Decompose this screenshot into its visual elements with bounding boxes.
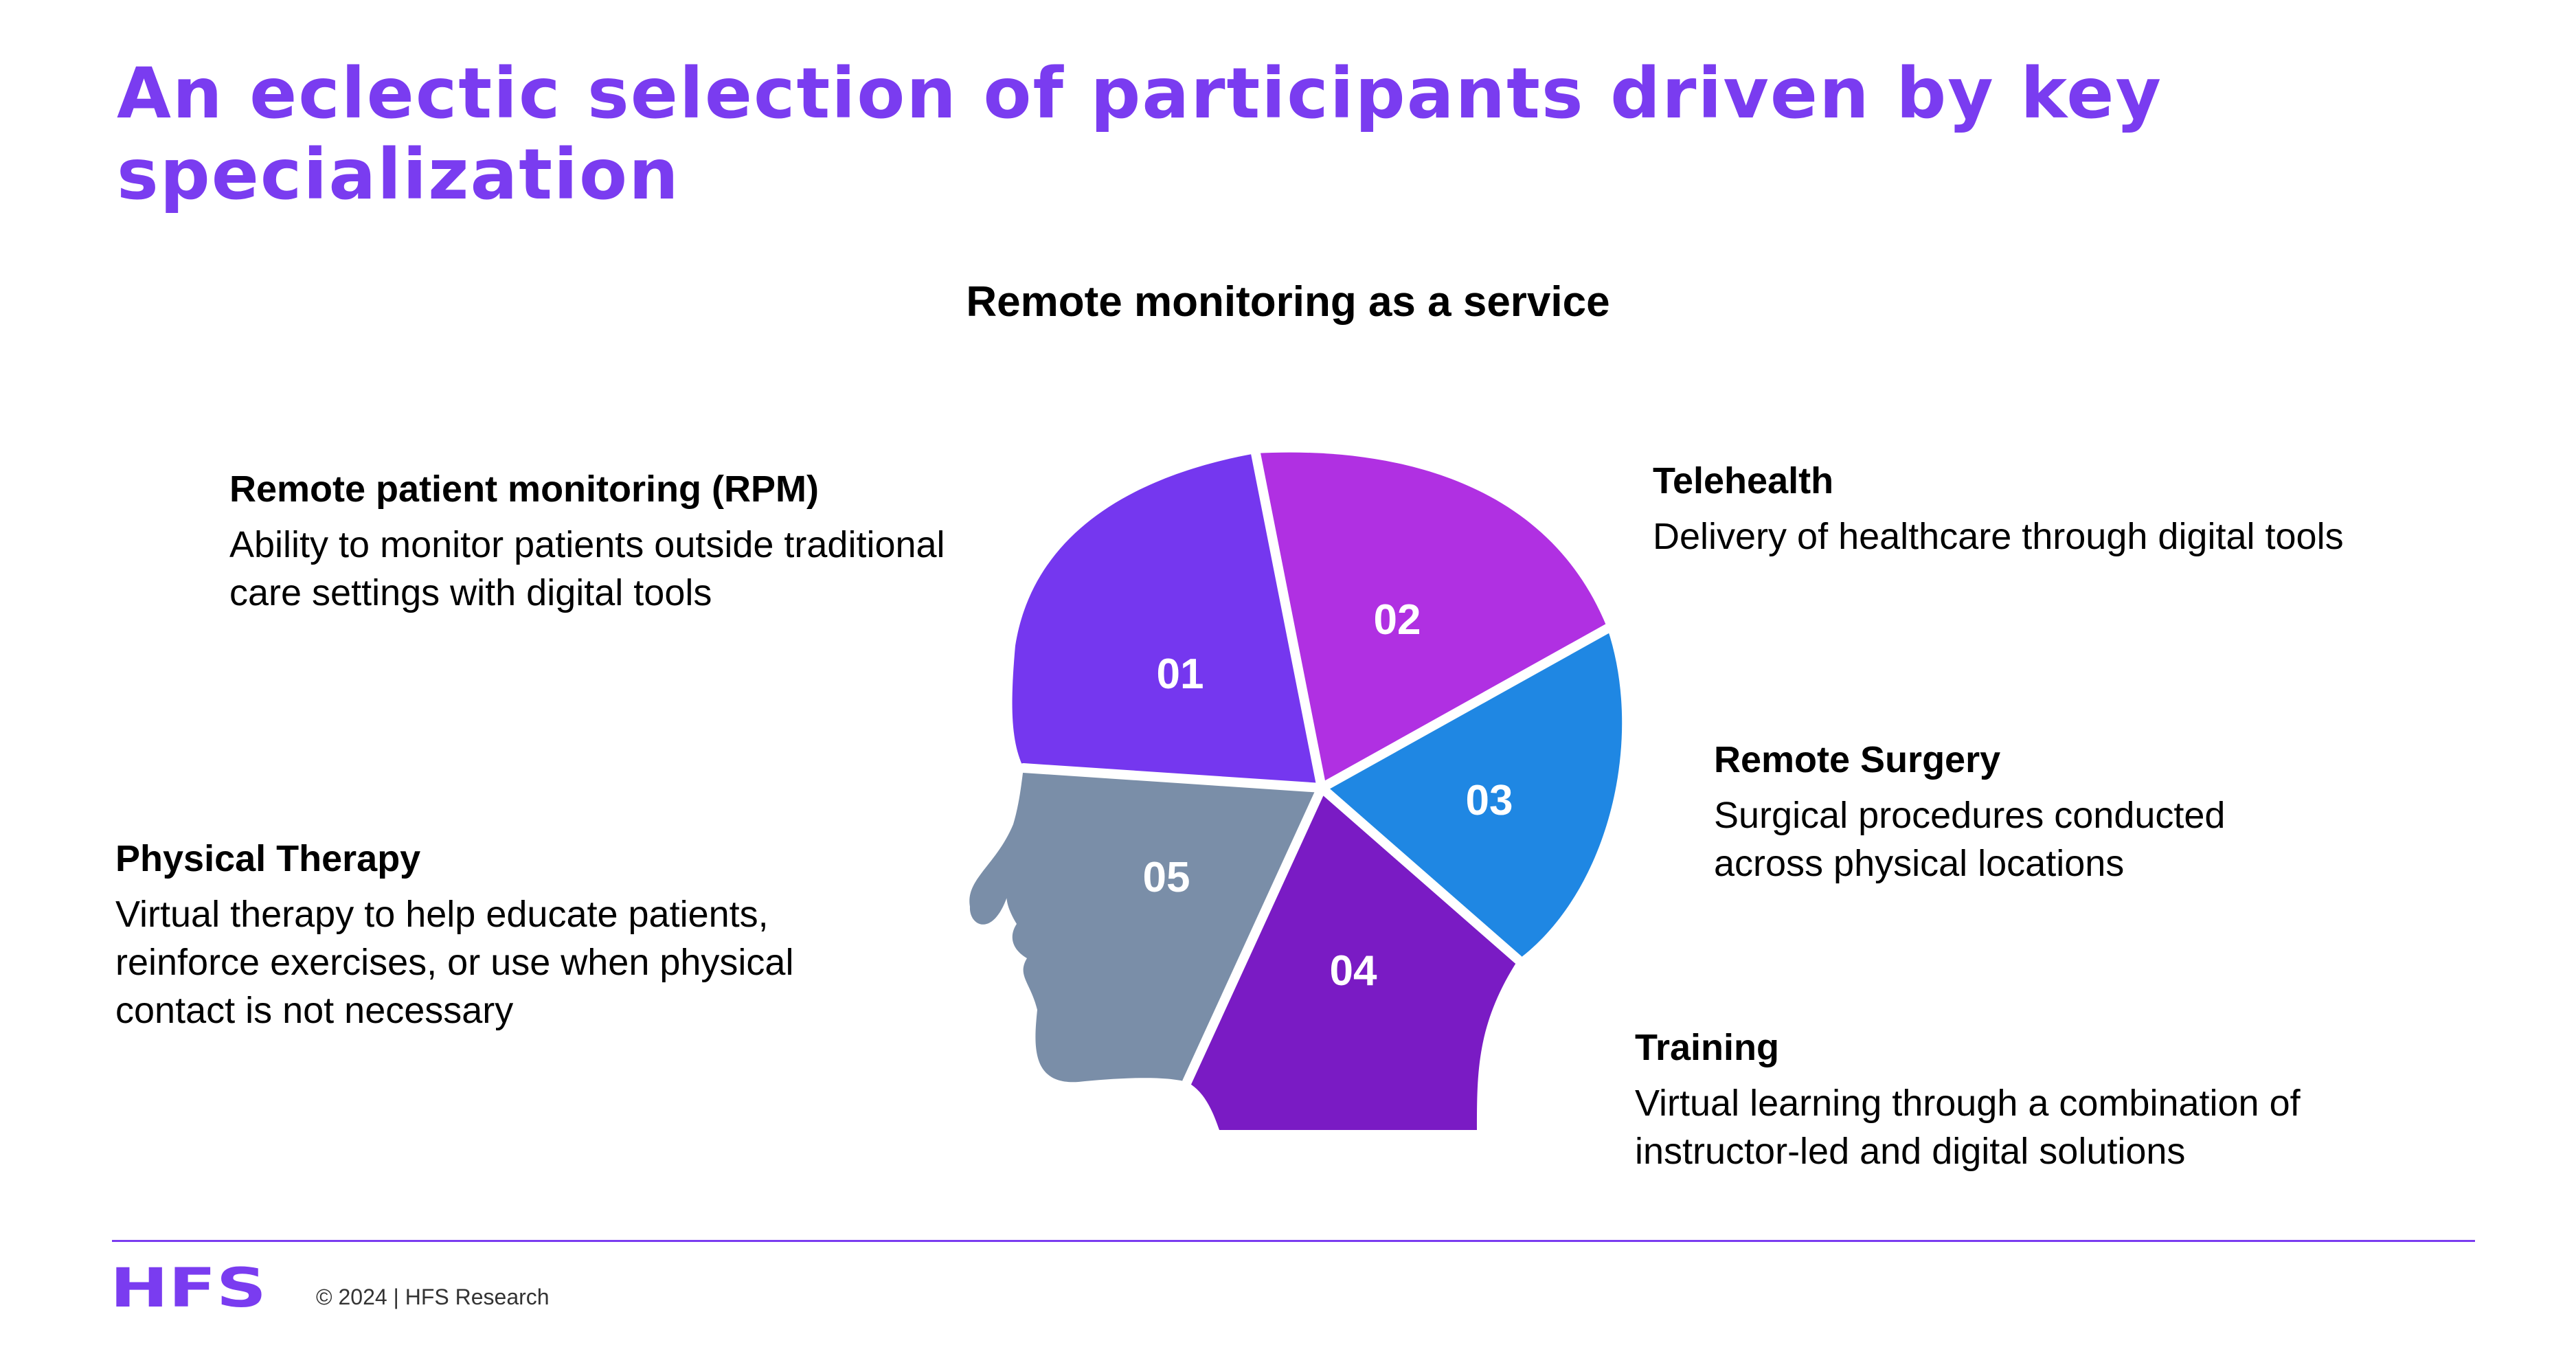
segment-title: Training: [1635, 1027, 1780, 1068]
page-title: An eclectic selection of participants dr…: [117, 53, 2162, 216]
segment-number-04: 04: [1330, 947, 1377, 995]
hfs-logo: HFS: [110, 1264, 267, 1312]
svg-text:HFS: HFS: [110, 1264, 267, 1312]
segment-item-01: Remote patient monitoring (RPM) Ability …: [229, 467, 1026, 617]
segment-title: Remote Surgery: [1714, 739, 2001, 780]
segment-description: Surgical procedures conducted across phy…: [1714, 795, 2226, 884]
segment-description: Virtual learning through a combination o…: [1635, 1083, 2301, 1172]
segment-title: Telehealth: [1653, 460, 1834, 501]
footer-divider: [112, 1240, 2475, 1242]
head-segment-01: [1012, 453, 1322, 788]
segment-title: Physical Therapy: [115, 838, 421, 879]
segment-item-05: Physical Therapy Virtual therapy to help…: [115, 837, 899, 1035]
copyright-text: © 2024 | HFS Research: [316, 1285, 550, 1309]
head-segment-03: [1322, 629, 1623, 960]
segment-title: Remote patient monitoring (RPM): [229, 468, 819, 510]
segment-item-04: Training Virtual learning through a comb…: [1635, 1026, 2363, 1175]
segment-description: Ability to monitor patients outside trad…: [229, 524, 945, 613]
head-segment-02: [1256, 452, 1607, 788]
segment-number-01: 01: [1157, 651, 1204, 698]
diagram-subtitle: Remote monitoring as a service: [966, 278, 1610, 326]
segment-description: Virtual therapy to help educate patients…: [115, 894, 794, 1031]
segment-item-03: Remote Surgery Surgical procedures condu…: [1714, 738, 2332, 888]
segment-description: Delivery of healthcare through digital t…: [1653, 516, 2344, 557]
segment-number-05: 05: [1143, 854, 1190, 901]
segment-item-02: Telehealth Delivery of healthcare throug…: [1653, 459, 2477, 561]
head-segment-04: [1187, 788, 1518, 1130]
head-segment-05: [969, 768, 1322, 1083]
segment-number-03: 03: [1466, 777, 1513, 824]
segment-number-02: 02: [1374, 596, 1421, 644]
